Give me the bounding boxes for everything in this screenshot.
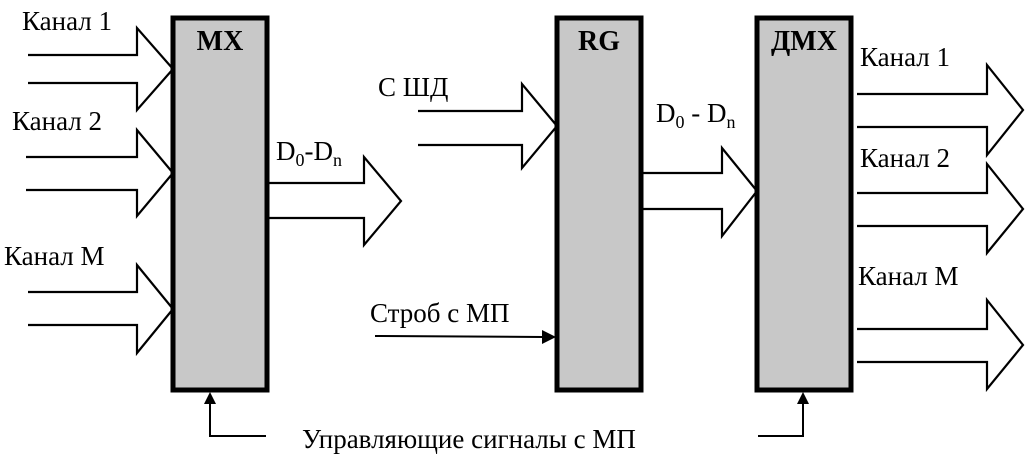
- dmx-control-arrowhead: [797, 392, 809, 404]
- mx-output-bus-label: D0-Dn: [276, 136, 342, 170]
- input-label-channel-2: Канал 2: [12, 106, 102, 136]
- input-label-channel-1: Канал 1: [22, 6, 112, 36]
- input-label-channel-m: Канал М: [4, 241, 105, 271]
- rg-output-bus-label: D0 - Dn: [656, 98, 736, 132]
- control-signals-label: Управляющие сигналы с МП: [302, 424, 636, 454]
- output-label-channel-m: Канал М: [858, 261, 959, 291]
- data-bus-label-mask: [376, 100, 418, 118]
- dmx-control-line: [758, 398, 804, 437]
- rg-output-bus-arrow: [641, 144, 759, 240]
- input-arrow-channel-1: [28, 25, 175, 113]
- output-arrow-channel-1: [857, 61, 1025, 159]
- mx-control-arrowhead: [204, 392, 216, 404]
- mx-block: [170, 15, 270, 393]
- rg-block: [554, 15, 644, 393]
- output-label-channel-2: Канал 2: [860, 143, 950, 173]
- output-label-channel-1: Канал 1: [860, 42, 950, 72]
- input-arrow-channel-m: [28, 261, 175, 357]
- strobe-label: Строб с МП: [370, 298, 510, 328]
- dmx-block-title: ДМX: [771, 26, 837, 57]
- mx-output-bus-arrow: [267, 153, 403, 249]
- output-arrow-channel-2: [857, 160, 1025, 257]
- input-arrow-channel-2: [26, 126, 175, 220]
- mx-block-title: MX: [197, 26, 244, 57]
- dmx-block: [754, 15, 854, 393]
- strobe-arrowhead: [542, 330, 556, 344]
- mx-control-line: [209, 398, 266, 437]
- output-arrow-channel-m: [857, 296, 1025, 393]
- rg-block-title: RG: [578, 26, 620, 57]
- strobe-line: [374, 335, 544, 338]
- data-bus-label: С ШД: [378, 72, 448, 102]
